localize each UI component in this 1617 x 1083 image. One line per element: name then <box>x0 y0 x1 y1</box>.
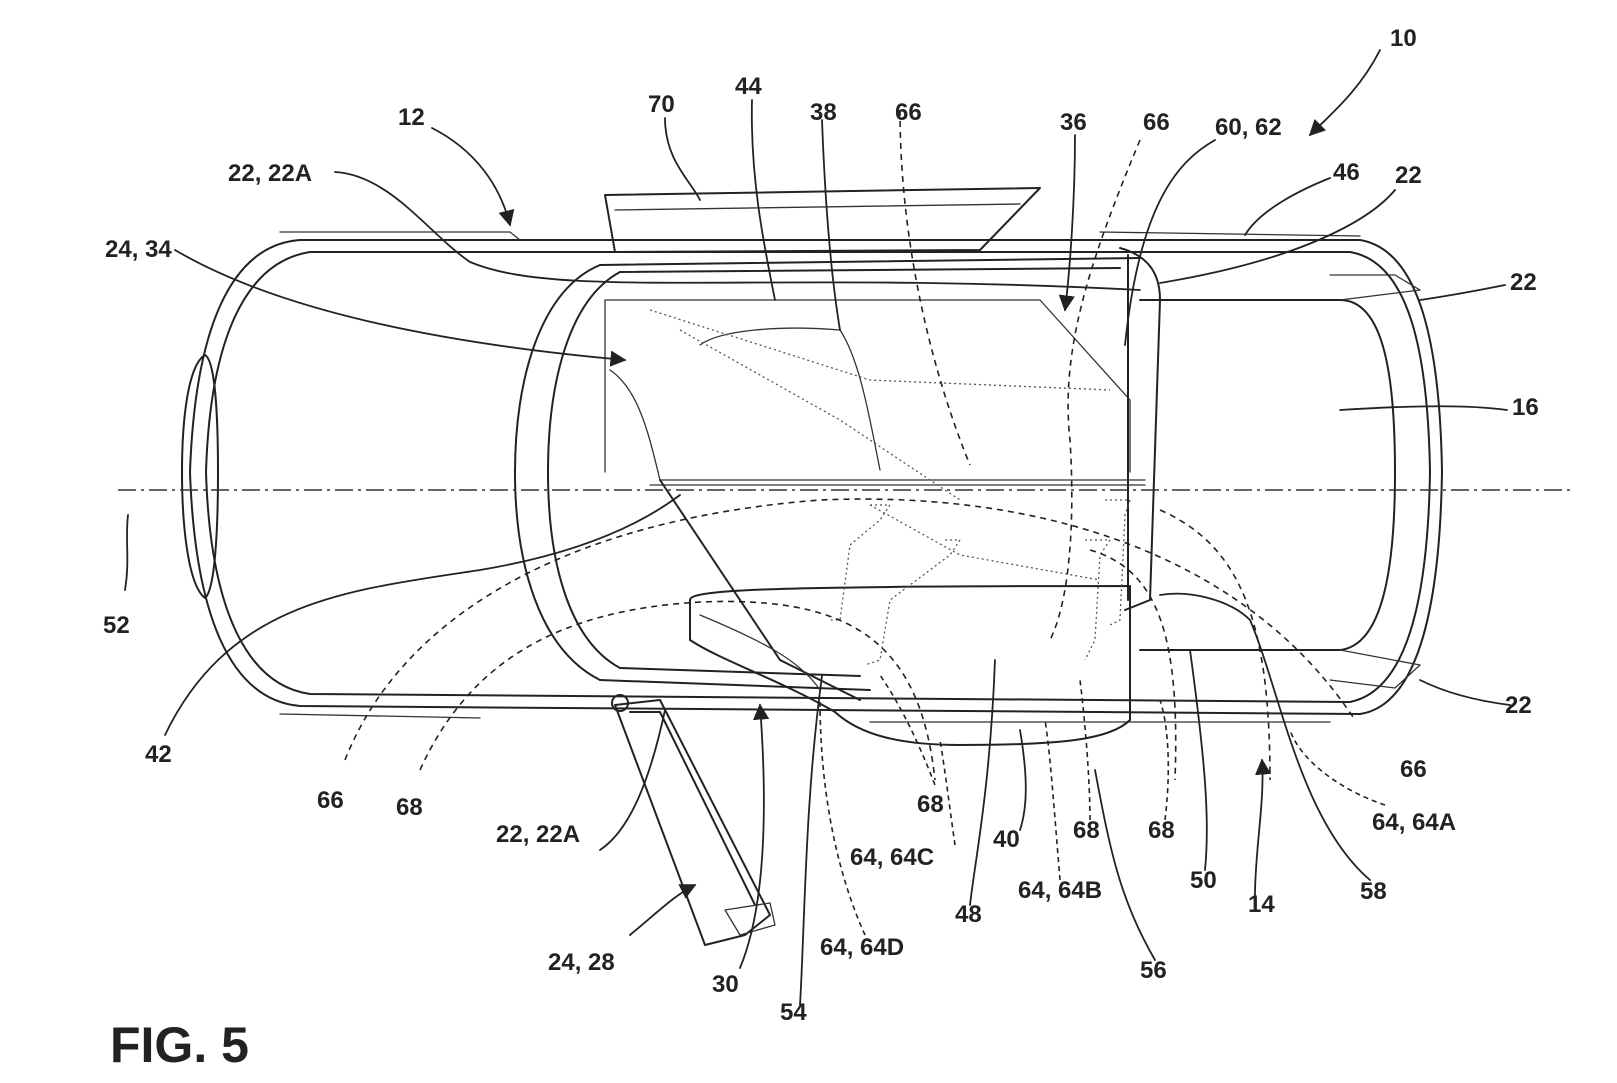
label-64-64c: 64, 64C <box>850 844 934 871</box>
label-44: 44 <box>735 73 762 100</box>
label-46: 46 <box>1333 159 1360 186</box>
label-16: 16 <box>1512 394 1539 421</box>
cabin-frame <box>514 257 1141 691</box>
door-sweep-paths <box>344 109 1356 781</box>
label-70: 70 <box>648 91 675 118</box>
label-68-center-left: 68 <box>917 791 944 818</box>
label-24-34: 24, 34 <box>105 236 172 263</box>
label-54: 54 <box>780 999 807 1026</box>
leader-lines <box>124 49 1511 1006</box>
label-14: 14 <box>1248 891 1275 918</box>
label-22-22a-bottom: 22, 22A <box>496 821 580 848</box>
label-68-center: 68 <box>1073 817 1100 844</box>
rear-window <box>1139 274 1421 689</box>
label-24-28: 24, 28 <box>548 949 615 976</box>
label-10: 10 <box>1390 25 1417 52</box>
label-12: 12 <box>398 104 425 131</box>
label-52: 52 <box>103 612 130 639</box>
label-56: 56 <box>1140 957 1167 984</box>
label-58: 58 <box>1360 878 1387 905</box>
label-60-62: 60, 62 <box>1215 114 1282 141</box>
figure-caption: FIG. 5 <box>110 1017 249 1073</box>
label-48: 48 <box>955 901 982 928</box>
label-66-bottom-right: 66 <box>1400 756 1427 783</box>
label-64-64b: 64, 64B <box>1018 877 1102 904</box>
label-38: 38 <box>810 99 837 126</box>
label-64-64d: 64, 64D <box>820 934 904 961</box>
label-42: 42 <box>145 741 172 768</box>
roof-panel <box>604 187 1041 253</box>
hinge-linkages <box>649 309 1131 666</box>
label-66-bottom-left: 66 <box>317 787 344 814</box>
label-22-top-right: 22 <box>1395 162 1422 189</box>
label-68-left: 68 <box>396 794 423 821</box>
lower-door <box>689 585 1131 746</box>
label-66-top-right: 66 <box>1143 109 1170 136</box>
vehicle-outline <box>181 231 1443 723</box>
label-40: 40 <box>993 826 1020 853</box>
label-22-bottom-right: 22 <box>1505 692 1532 719</box>
front-door-open <box>611 694 776 946</box>
label-30: 30 <box>712 971 739 998</box>
b-pillar <box>1119 247 1161 611</box>
label-22-right: 22 <box>1510 269 1537 296</box>
label-36: 36 <box>1060 109 1087 136</box>
label-22-22a-top: 22, 22A <box>228 160 312 187</box>
label-50: 50 <box>1190 867 1217 894</box>
reference-labels: 10 12 22, 22A 24, 34 70 44 38 66 36 66 6… <box>103 25 1539 1026</box>
label-66-top-left: 66 <box>895 99 922 126</box>
label-64-64a: 64, 64A <box>1372 809 1456 836</box>
label-68-right: 68 <box>1148 817 1175 844</box>
